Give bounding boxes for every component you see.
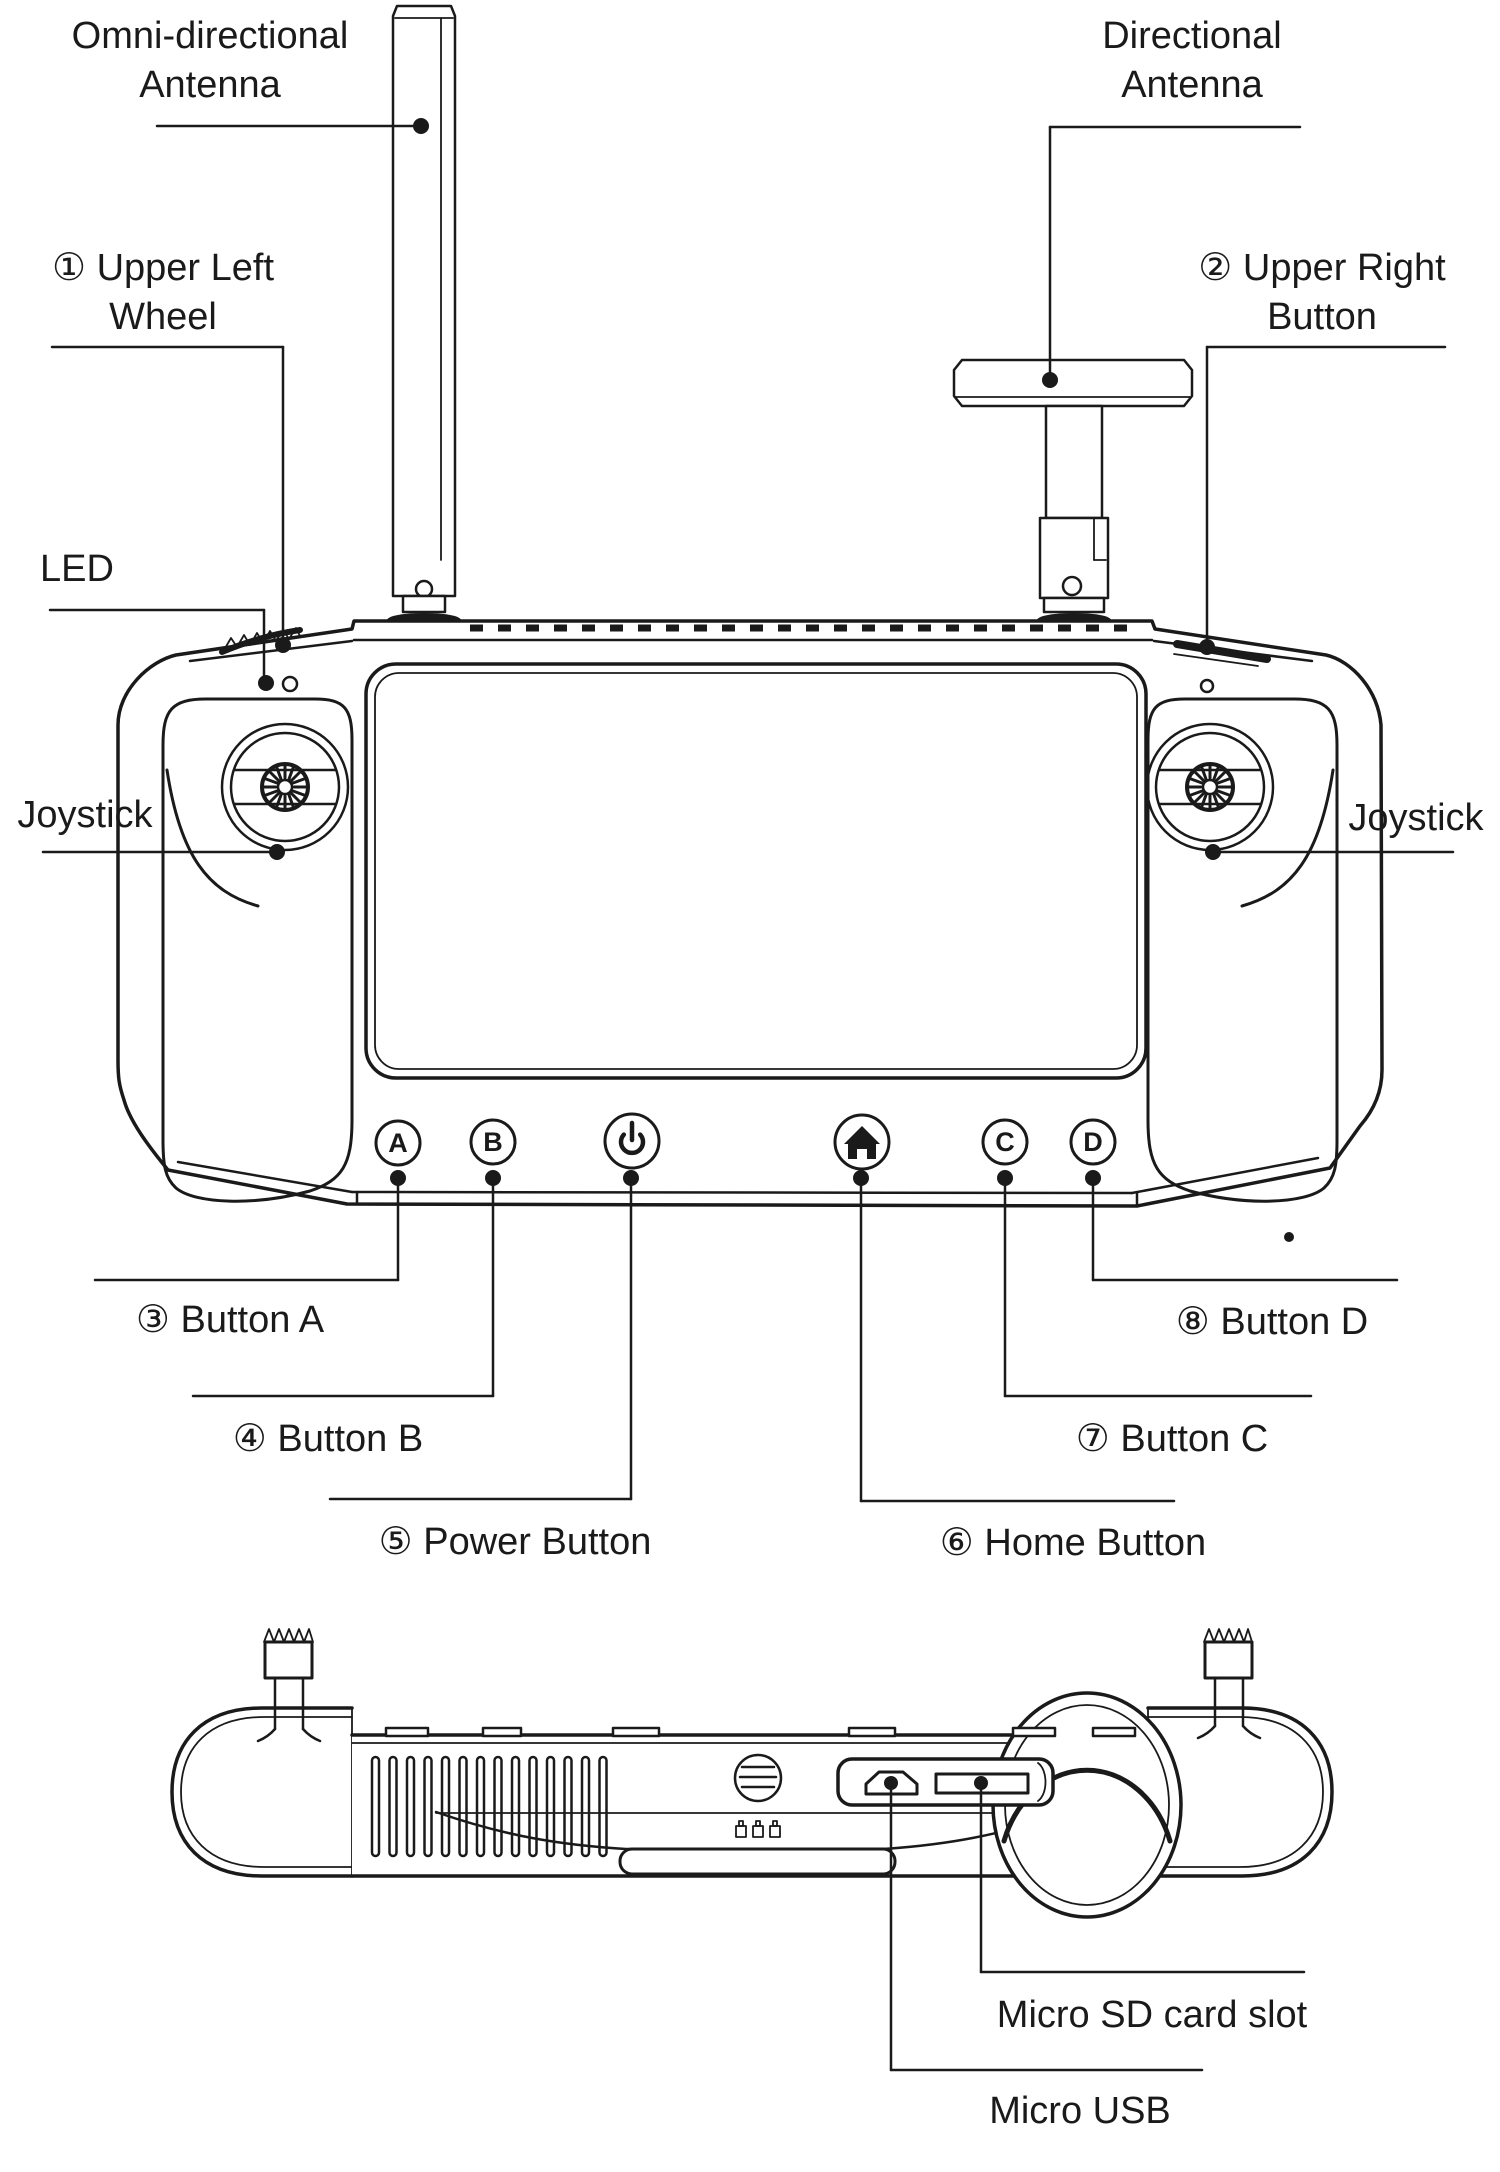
led-indicator [281, 675, 1215, 694]
label-omni-antenna: Omni-directional Antenna [71, 15, 349, 106]
home-icon [844, 1126, 880, 1159]
left-end-cap [170, 1706, 354, 1878]
vent-slots-left [370, 1755, 608, 1858]
bottom-slot [618, 1847, 897, 1876]
joystick-guard-ring [991, 1691, 1183, 1919]
center-screw [733, 1753, 783, 1803]
left-grip-contour [165, 768, 260, 908]
label-power-button: ⑤ Power Button [378, 1521, 652, 1563]
label-led: LED [40, 548, 114, 590]
button-c-label: C [995, 1127, 1015, 1157]
label-button-b: ④ Button B [232, 1418, 424, 1460]
label-button-d: ⑧ Button D [1175, 1301, 1369, 1343]
label-joystick-right: Joystick [1348, 797, 1484, 839]
omni-antenna-drawing [387, 4, 461, 627]
label-upper-left-wheel: ① Upper Left Wheel [51, 247, 275, 338]
label-button-c: ⑦ Button C [1075, 1418, 1269, 1460]
top-edge-bumps [384, 1726, 1137, 1738]
left-grip-panel [161, 697, 354, 1203]
pogo-contacts [735, 1820, 781, 1838]
power-button-circle [603, 1112, 661, 1170]
home-button-circle [833, 1113, 891, 1171]
button-a-circle [374, 1119, 422, 1167]
stray-dot [1284, 1232, 1294, 1242]
directional-antenna-drawing [952, 358, 1194, 627]
left-joystick [220, 722, 350, 852]
label-button-a: ③ Button A [135, 1299, 325, 1341]
power-icon [618, 1120, 646, 1156]
label-micro-sd: Micro SD card slot [996, 1994, 1308, 2036]
button-d-circle [1069, 1118, 1117, 1166]
label-home-button: ⑥ Home Button [939, 1522, 1207, 1564]
upper-right-button [1173, 640, 1271, 667]
button-c-circle [981, 1118, 1029, 1166]
screen [364, 662, 1148, 1080]
label-joystick-left: Joystick [17, 794, 153, 836]
left-antenna-stub [256, 1628, 322, 1743]
right-grip-contour [1240, 768, 1335, 908]
front-view-drawing [41, 4, 1455, 1503]
front-leader-lines [41, 118, 1455, 1503]
label-directional-antenna: Directional Antenna [1102, 15, 1282, 106]
button-d-label: D [1083, 1127, 1103, 1157]
label-upper-right-button: ② Upper Right Button [1198, 247, 1446, 338]
bottom-leader-lines [884, 1776, 1306, 2072]
button-b-label: B [483, 1127, 503, 1157]
front-bottom-edge [176, 1156, 1320, 1208]
right-grip-panel [1146, 697, 1339, 1203]
button-b-circle [469, 1118, 517, 1166]
label-micro-usb: Micro USB [989, 2090, 1171, 2132]
port-housing [836, 1757, 1055, 1807]
right-antenna-stub [1196, 1628, 1262, 1740]
button-a-label: A [388, 1128, 408, 1158]
bottom-view-drawing [170, 1628, 1334, 2072]
